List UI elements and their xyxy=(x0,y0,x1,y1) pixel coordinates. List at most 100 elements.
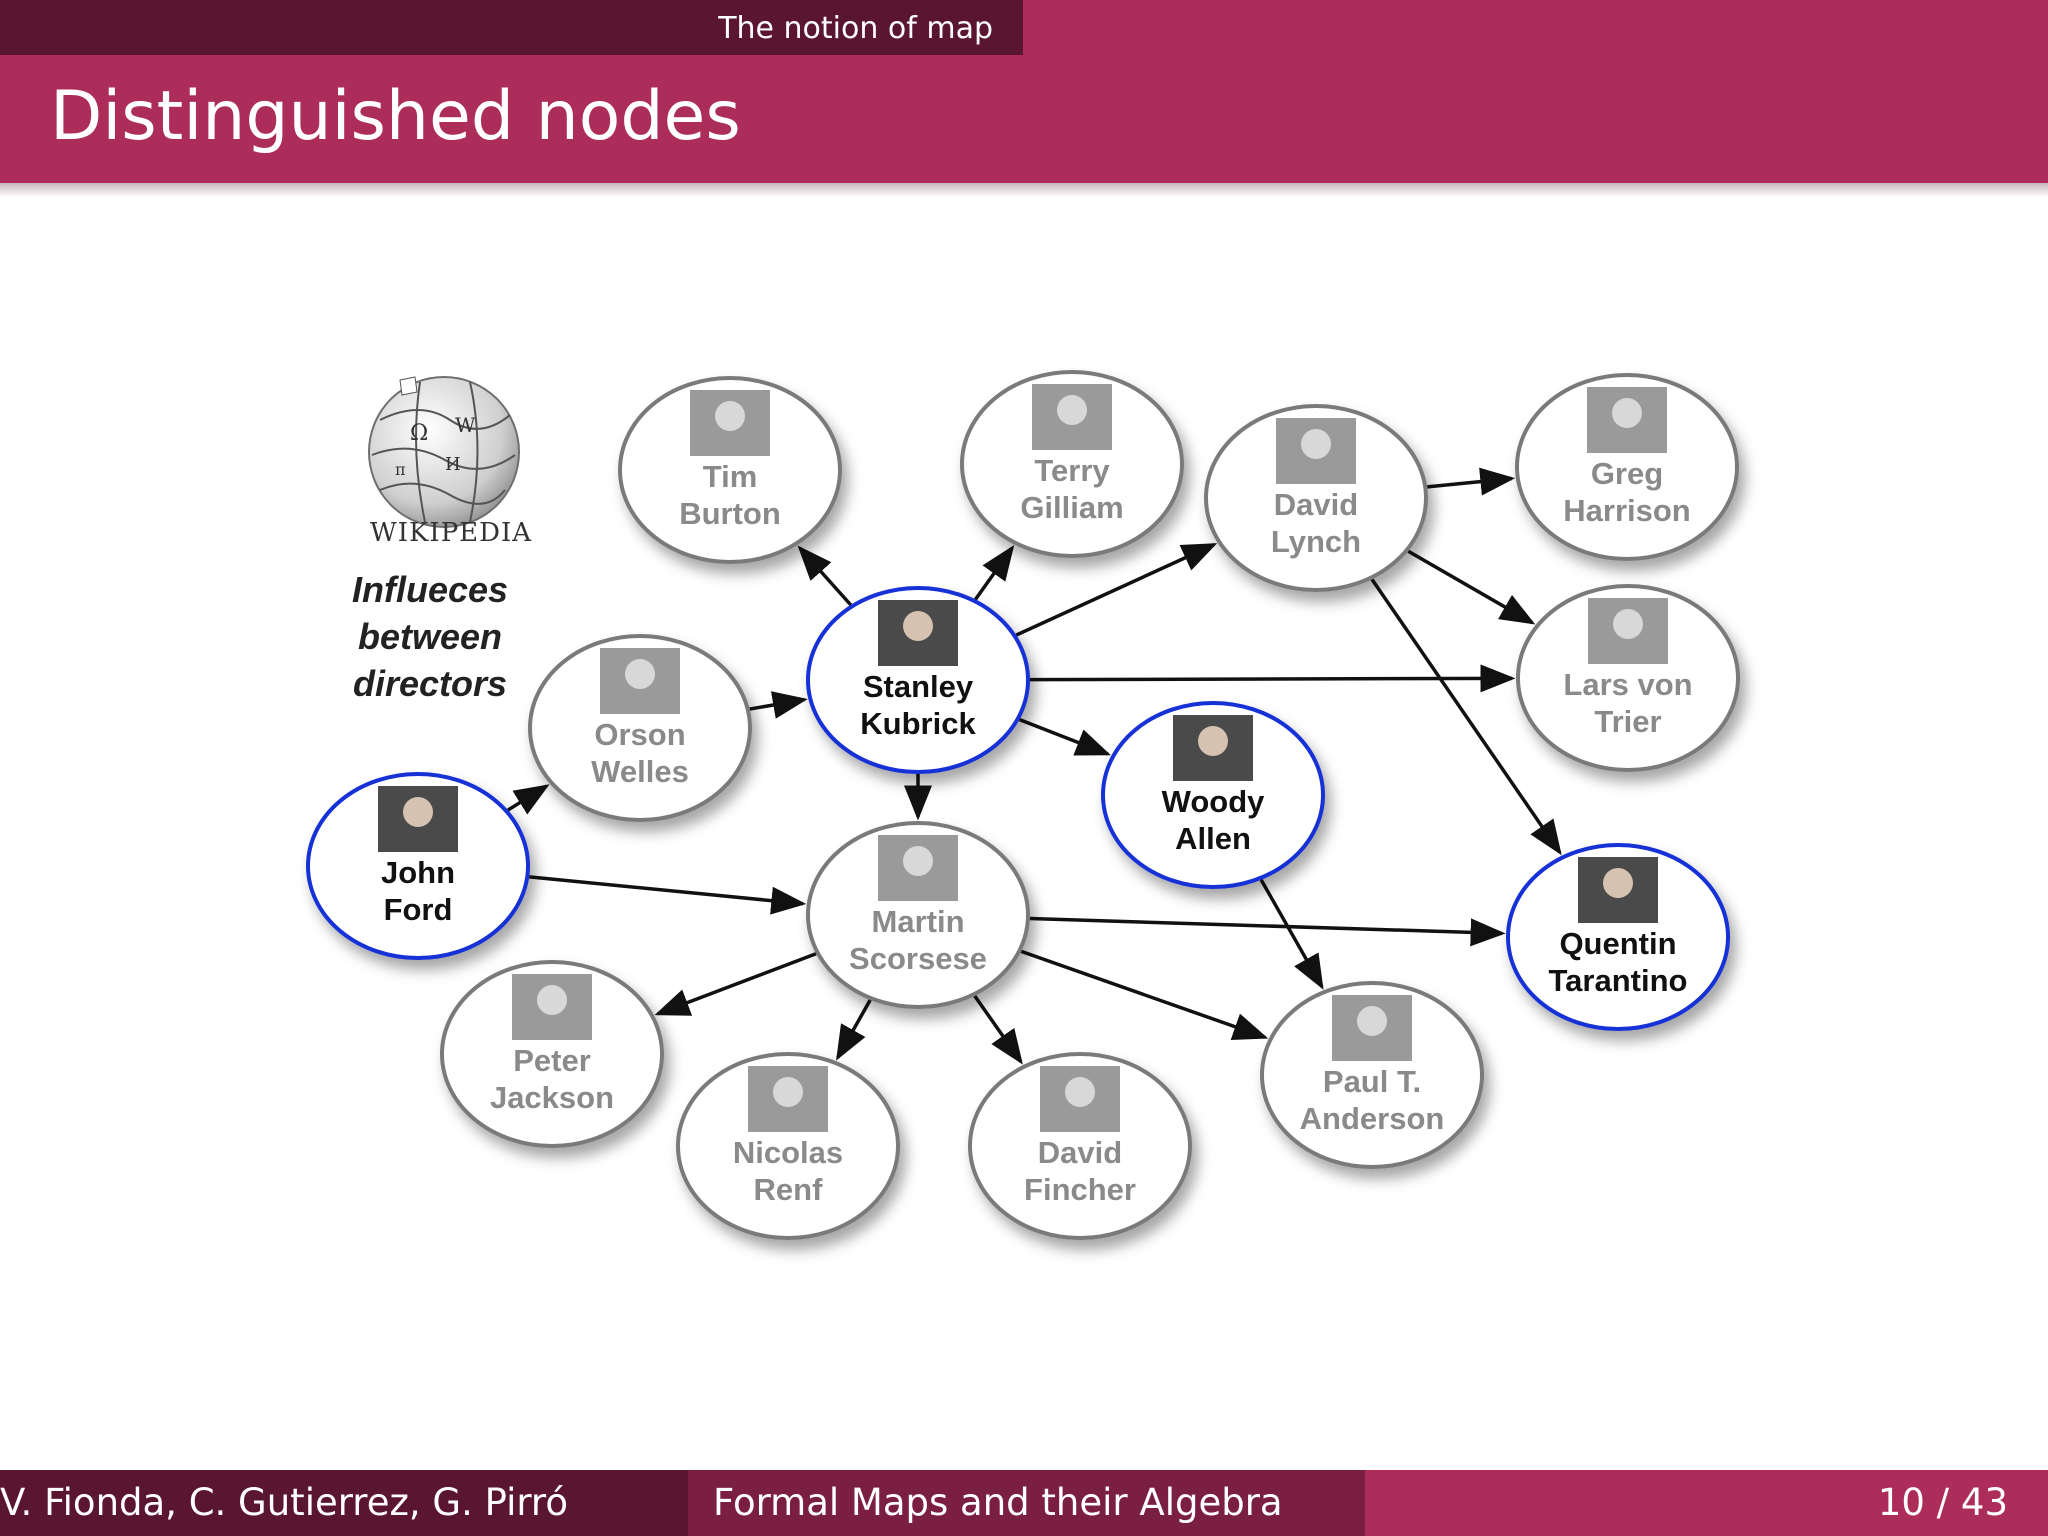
node-label: Woody xyxy=(1162,784,1266,819)
section-title: The notion of map xyxy=(0,0,1023,55)
edge-martin-scorsese-to-quentin-tarantino xyxy=(1029,916,1506,947)
portrait-head xyxy=(1198,726,1228,756)
node-ellipse xyxy=(806,586,1030,774)
footer-authors: V. Fionda, C. Gutierrez, G. Pirró xyxy=(0,1470,688,1536)
node-label: Peter xyxy=(513,1043,591,1078)
edge-john-ford-to-martin-scorsese xyxy=(529,875,807,915)
footer-talk-title: Formal Maps and their Algebra xyxy=(688,1470,1365,1536)
node-ellipse xyxy=(306,772,530,960)
portrait-head xyxy=(1065,1077,1095,1107)
top-bar: The notion of map xyxy=(0,0,2048,55)
node-label: Anderson xyxy=(1300,1101,1445,1136)
svg-text:И: И xyxy=(445,454,461,475)
portrait-head xyxy=(715,401,745,431)
footer: V. Fionda, C. Gutierrez, G. Pirró Formal… xyxy=(0,1470,2048,1536)
node-label: Kubrick xyxy=(860,706,976,741)
edge-stanley-kubrick-to-lars-von-trier xyxy=(1029,664,1516,693)
portrait-head xyxy=(403,797,433,827)
portrait-head xyxy=(1603,868,1633,898)
title-bar: Distinguished nodes xyxy=(0,55,2048,183)
portrait-head xyxy=(1612,398,1642,428)
edge-stanley-kubrick-to-terry-gilliam xyxy=(974,545,1015,601)
edge-david-lynch-to-greg-harrison xyxy=(1427,467,1516,496)
node-label: Lars von xyxy=(1563,667,1692,702)
node-label: David xyxy=(1274,487,1358,522)
edge-martin-scorsese-to-nicolas-renf xyxy=(836,999,872,1061)
node-label: Terry xyxy=(1034,453,1110,488)
node-ellipse xyxy=(806,821,1030,1009)
node-label: Ford xyxy=(384,892,453,927)
wikipedia-globe-icon: Ω W И π xyxy=(368,376,520,528)
note-line: Influeces xyxy=(351,569,509,610)
node-label: Martin xyxy=(872,904,965,939)
node-ellipse xyxy=(1506,843,1730,1031)
svg-text:Ω: Ω xyxy=(410,421,428,446)
node-label: Greg xyxy=(1591,456,1663,491)
node-ellipse xyxy=(1516,584,1740,772)
node-label: Tarantino xyxy=(1549,963,1688,998)
portrait-head xyxy=(903,611,933,641)
portrait-head xyxy=(1357,1006,1387,1036)
footer-page-number: 10 / 43 xyxy=(1365,1470,2048,1536)
node-label: Paul T. xyxy=(1323,1064,1421,1099)
node-ellipse xyxy=(1101,701,1325,889)
node-ellipse xyxy=(1515,373,1739,561)
edge-stanley-kubrick-to-tim-burton xyxy=(797,545,853,607)
node-label: Quentin xyxy=(1559,926,1676,961)
edge-martin-scorsese-to-peter-jackson xyxy=(654,952,817,1016)
edge-martin-scorsese-to-david-fincher xyxy=(973,994,1023,1065)
node-label: Orson xyxy=(594,717,685,752)
edge-stanley-kubrick-to-woody-allen xyxy=(1018,717,1111,756)
node-ellipse xyxy=(528,634,752,822)
svg-text:W: W xyxy=(455,413,476,437)
portrait-head xyxy=(1301,429,1331,459)
diagram-note: Influeces between directors xyxy=(300,566,560,707)
node-label: Nicolas xyxy=(733,1135,843,1170)
edge-orson-welles-to-stanley-kubrick xyxy=(749,691,808,719)
node-ellipse xyxy=(1260,981,1484,1169)
node-label: John xyxy=(381,855,455,890)
edge-john-ford-to-orson-welles xyxy=(507,784,550,815)
portrait-head xyxy=(773,1077,803,1107)
edge-woody-allen-to-paul-t-anderson xyxy=(1259,878,1324,990)
node-label: Burton xyxy=(679,496,781,531)
node-label: Renf xyxy=(754,1172,824,1207)
node-label: Allen xyxy=(1175,821,1251,856)
node-ellipse xyxy=(440,960,664,1148)
node-label: Fincher xyxy=(1024,1172,1136,1207)
portrait-head xyxy=(903,846,933,876)
portrait-head xyxy=(537,985,567,1015)
edge-martin-scorsese-to-paul-t-anderson xyxy=(1020,949,1269,1041)
edge-david-lynch-to-quentin-tarantino xyxy=(1370,578,1562,856)
node-ellipse xyxy=(676,1052,900,1240)
node-label: Tim xyxy=(703,459,758,494)
node-label: Gilliam xyxy=(1020,490,1123,525)
node-ellipse xyxy=(618,376,842,564)
node-label: Jackson xyxy=(490,1080,614,1115)
node-ellipse xyxy=(1204,404,1428,592)
edge-stanley-kubrick-to-david-lynch xyxy=(1015,543,1218,637)
edge-david-lynch-to-lars-von-trier xyxy=(1407,549,1536,625)
node-label: David xyxy=(1038,1135,1122,1170)
edge-layer xyxy=(507,467,1562,1065)
node-ellipse xyxy=(968,1052,1192,1240)
portrait-head xyxy=(1613,609,1643,639)
note-line: directors xyxy=(352,663,508,704)
node-paul-t-anderson: Paul T.Anderson xyxy=(1260,981,1484,1169)
